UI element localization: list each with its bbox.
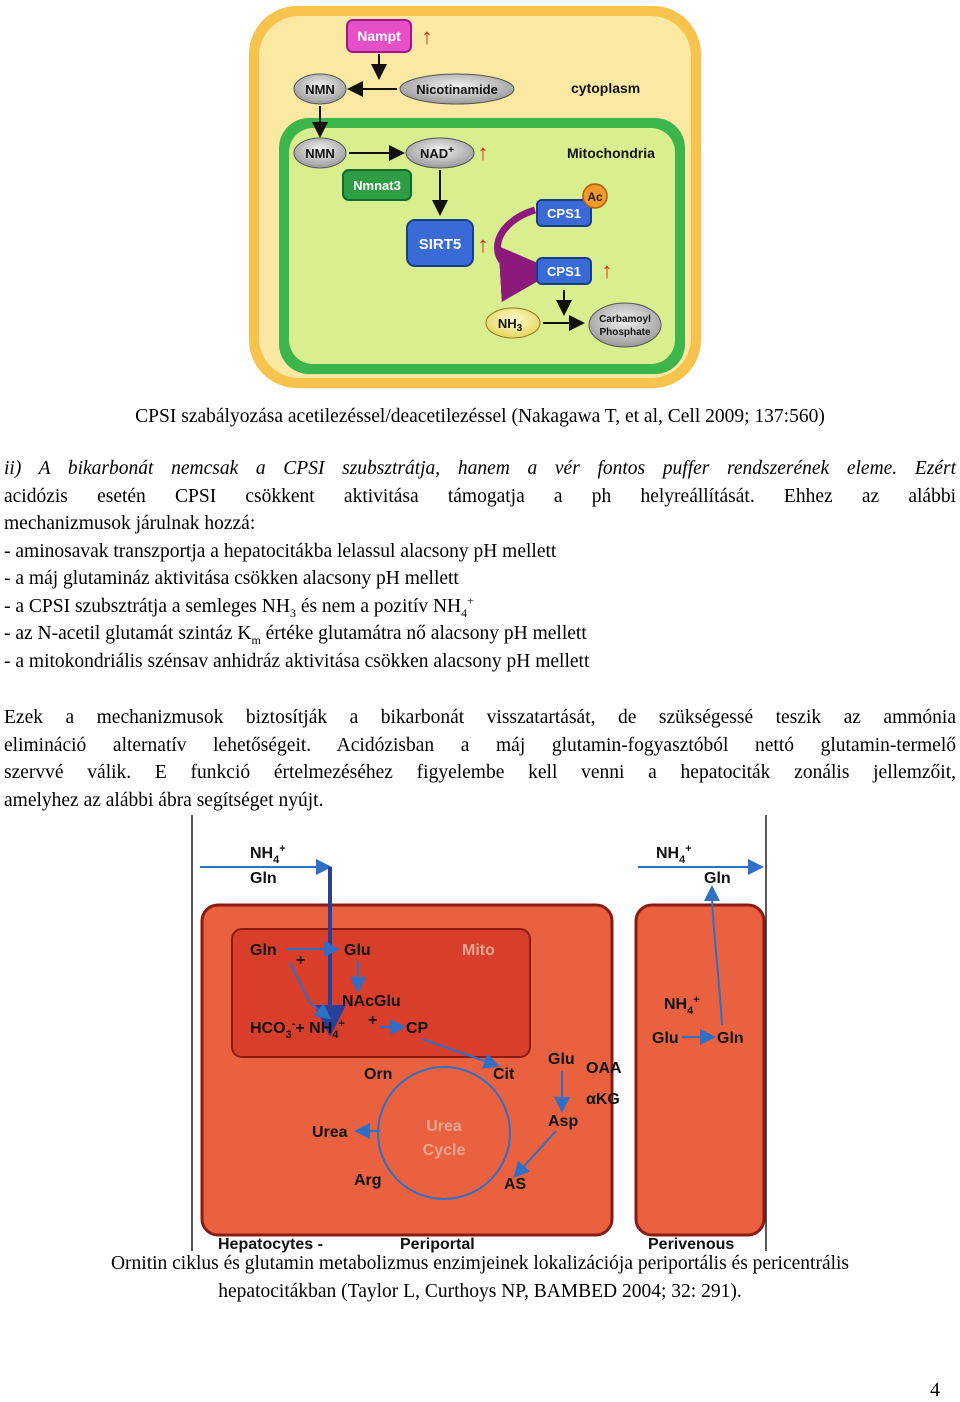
nh4-right-text: NH bbox=[656, 845, 679, 862]
nh4-left-sup: + bbox=[279, 843, 285, 855]
mitochondria-label: Mitochondria bbox=[567, 145, 655, 161]
figure1-caption: CPSI szabályozása acetilezéssel/deacetil… bbox=[0, 403, 960, 431]
nmn-mito-label: NMN bbox=[305, 146, 335, 161]
paragraph1-line3: mechanizmusok járulnak hozzá: bbox=[4, 510, 956, 538]
paragraph-buffer: ii) A bikarbonát nemcsak a CPSI szubsztr… bbox=[4, 455, 956, 675]
as-label: AS bbox=[504, 1176, 527, 1193]
carbamoyl-label-line2: Phosphate bbox=[599, 327, 651, 338]
gln-perivenous-label: Gln bbox=[717, 1030, 744, 1047]
nh3-text: NH bbox=[498, 316, 517, 331]
nad-superscript: + bbox=[448, 145, 454, 156]
item3-sub-4: 4 bbox=[461, 605, 467, 619]
sirt5-up-arrow-icon: ↑ bbox=[478, 232, 489, 257]
mechanism-item-2: - a máj glutamináz aktivitása csökken al… bbox=[4, 565, 956, 593]
nicotinamide-label: Nicotinamide bbox=[416, 82, 498, 97]
nh4-input-left: NH4+ bbox=[250, 843, 286, 866]
page-number: 4 bbox=[930, 1378, 940, 1402]
mechanism-item-1: - aminosavak transzportja a hepatocitákb… bbox=[4, 538, 956, 566]
acetyl-group-label: Ac bbox=[587, 190, 603, 204]
nad-text: NAD bbox=[420, 146, 448, 161]
figure2-caption-line2: hepatocitákban (Taylor L, Curthoys NP, B… bbox=[0, 1278, 960, 1306]
paragraph1-line1-text: ii) A bikarbonát nemcsak a CPSI szubsztr… bbox=[4, 458, 956, 479]
nh3-subscript: 3 bbox=[517, 323, 523, 334]
glu-perivenous-label: Glu bbox=[652, 1030, 679, 1047]
item3-text-b: és nem a pozitív NH bbox=[296, 596, 461, 617]
nh4-left-sub: 4 bbox=[273, 854, 280, 866]
urea-cycle-label-1: Urea bbox=[426, 1118, 462, 1135]
item3-sup-plus: + bbox=[467, 593, 474, 607]
cps1-up-arrow-icon: ↑ bbox=[602, 258, 613, 283]
mechanism-item-3: - a CPSI szubsztrátja a semleges NH3 és … bbox=[4, 593, 956, 621]
plus-nh4-text: + NH bbox=[295, 1020, 332, 1037]
paragraph2-line3: szervvé válik. E funkció értelmezéséhez … bbox=[4, 759, 956, 787]
paragraph1-line2: acidózis esetén CPSI csökkent aktivitása… bbox=[4, 483, 956, 511]
paragraph2-line4: amelyhez az alábbi ábra segítséget nyújt… bbox=[4, 787, 956, 815]
figure2-caption-line1: Ornitin ciklus és glutamin metabolizmus … bbox=[0, 1250, 960, 1278]
carbamoyl-label-line1: Carbamoyl bbox=[599, 314, 651, 325]
mechanism-item-5: - a mitokondriális szénsav anhidráz akti… bbox=[4, 648, 956, 676]
nh4-mid-sub: 4 bbox=[332, 1029, 339, 1041]
hco3-text: HCO bbox=[250, 1020, 286, 1037]
nh4-input-right: NH4+ bbox=[656, 843, 692, 866]
arg-label: Arg bbox=[354, 1172, 382, 1189]
cps1-active-label: CPS1 bbox=[547, 264, 581, 279]
oaa-label: OAA bbox=[586, 1060, 622, 1077]
cytoplasm-label: cytoplasm bbox=[571, 80, 640, 96]
nacglu-label: NAcGlu bbox=[342, 993, 401, 1010]
gln-mito-label: Gln bbox=[250, 942, 277, 959]
paragraph1-line1: ii) A bikarbonát nemcsak a CPSI szubsztr… bbox=[4, 455, 956, 483]
nh4-peri-sup: + bbox=[693, 994, 699, 1006]
item3-text-a: - a CPSI szubsztrátja a semleges NH bbox=[4, 596, 290, 617]
nampt-up-arrow-icon: ↑ bbox=[422, 24, 433, 49]
nh4-peri-text: NH bbox=[664, 996, 687, 1013]
akg-label: αKG bbox=[586, 1091, 620, 1108]
mito-label: Mito bbox=[462, 942, 495, 959]
cit-label: Cit bbox=[493, 1066, 515, 1083]
asp-label: Asp bbox=[548, 1113, 578, 1130]
nmnat3-label: Nmnat3 bbox=[353, 178, 401, 193]
glu-mid-label: Glu bbox=[548, 1051, 575, 1068]
hco3-sub: 3 bbox=[286, 1029, 292, 1041]
glu-mito-label: Glu bbox=[344, 942, 371, 959]
perivenous-hepatocyte bbox=[636, 905, 764, 1235]
cps1-acetylated-label: CPS1 bbox=[547, 206, 581, 221]
paragraph2-line1: Ezek a mechanizmusok biztosítják a bikar… bbox=[4, 704, 956, 732]
cps1-regulation-figure: Nampt ↑ NMN Nicotinamide cytoplasm NMN N… bbox=[245, 0, 705, 392]
item4-text-b: értéke glutamátra nő alacsony pH mellett bbox=[261, 623, 587, 644]
nh4-mid-sup: + bbox=[338, 1018, 344, 1030]
mechanism-item-4: - az N-acetil glutamát szintáz Km értéke… bbox=[4, 620, 956, 648]
item4-text-a: - az N-acetil glutamát szintáz K bbox=[4, 623, 251, 644]
urea-cycle-label-2: Cycle bbox=[423, 1142, 466, 1159]
nad-up-arrow-icon: ↑ bbox=[478, 140, 489, 165]
carbamoyl-phosphate-oval bbox=[589, 303, 661, 347]
nh4-left-text: NH bbox=[250, 845, 273, 862]
paragraph2-line2: elimináció alternatív lehetőségeit. Acid… bbox=[4, 732, 956, 760]
sirt5-label: SIRT5 bbox=[419, 236, 462, 253]
paragraph-zonation: Ezek a mechanizmusok biztosítják a bikar… bbox=[4, 704, 956, 814]
item4-sub-m: m bbox=[251, 633, 260, 647]
nh4-right-sub: 4 bbox=[679, 854, 686, 866]
figure2-caption: Ornitin ciklus és glutamin metabolizmus … bbox=[0, 1250, 960, 1305]
nampt-label: Nampt bbox=[357, 28, 401, 44]
cp-label: CP bbox=[406, 1020, 429, 1037]
orn-label: Orn bbox=[364, 1066, 392, 1083]
nh4-peri-sub: 4 bbox=[687, 1005, 694, 1017]
nh4-right-sup: + bbox=[685, 843, 691, 855]
gln-input-left: Gln bbox=[250, 870, 277, 887]
plus-sign-1: + bbox=[296, 952, 305, 969]
hepatocyte-zonation-figure: NH4+ Gln NH4+ Gln Mito Gln Glu + NAcGlu … bbox=[190, 813, 770, 1253]
plus-sign-2: + bbox=[368, 1012, 377, 1029]
gln-output-right: Gln bbox=[704, 870, 731, 887]
nmn-cyto-label: NMN bbox=[305, 82, 335, 97]
urea-label: Urea bbox=[312, 1124, 348, 1141]
